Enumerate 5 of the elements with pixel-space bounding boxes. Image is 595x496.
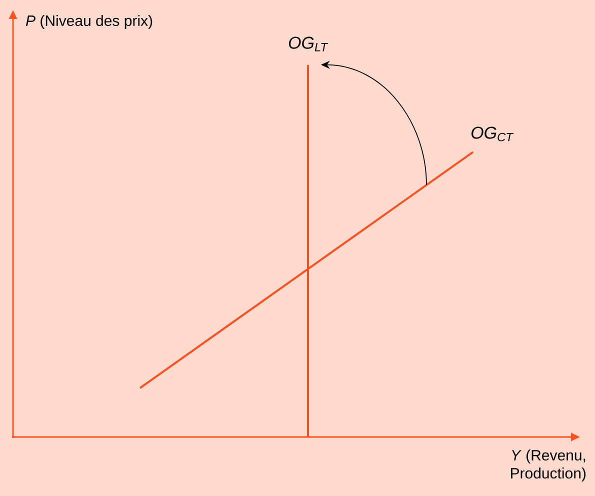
curve-line — [307, 65, 309, 437]
curve-label: OG$_{LT}$ — [288, 36, 328, 52]
axis-label: P (Niveau des prix) — [26, 15, 152, 29]
curve-label: OG$_{CT}$ — [472, 126, 514, 142]
axis-label: Y (Revenu, Production) — [510, 450, 586, 482]
